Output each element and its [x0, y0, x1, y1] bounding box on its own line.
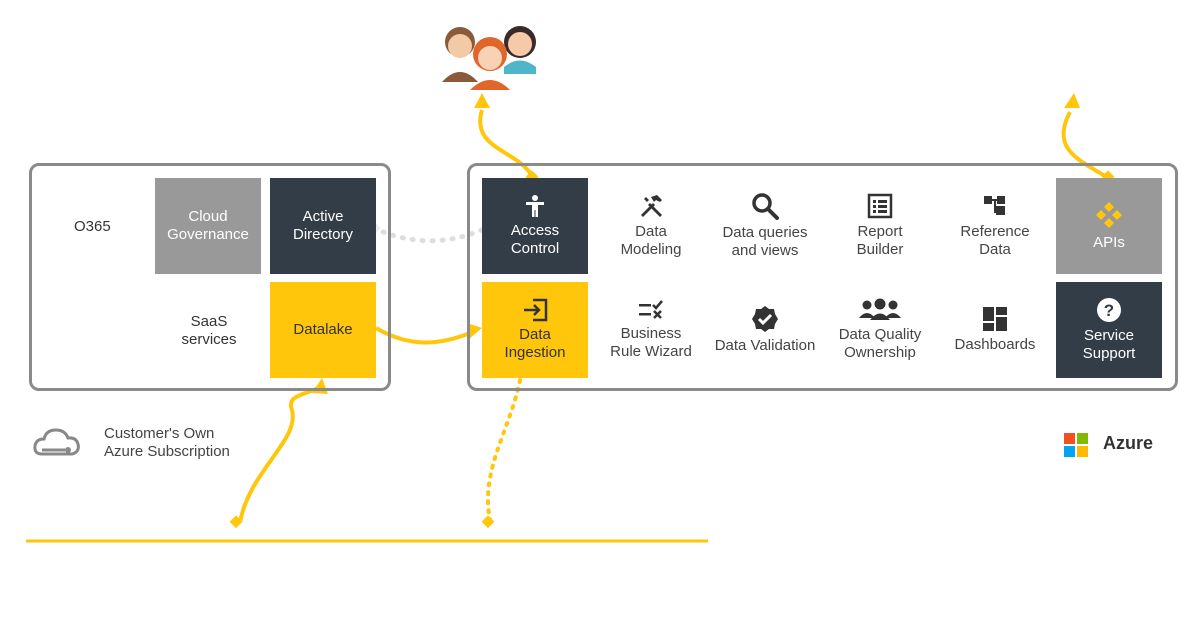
access-control-tile[interactable]: Access Control: [482, 178, 588, 274]
data-modeling-tile[interactable]: Data Modeling: [598, 178, 704, 274]
service-support-tile[interactable]: ? Service Support: [1056, 282, 1162, 378]
ingestion-source-end: [481, 515, 495, 529]
access-users-arrowhead: [474, 93, 490, 108]
cloud-governance-label: Cloud Governance: [167, 208, 249, 243]
badge-check-icon: [752, 306, 778, 332]
search-icon: [752, 193, 779, 220]
o365-label: O365: [74, 218, 111, 235]
datalake-tile[interactable]: Datalake: [270, 282, 376, 378]
apis-external-arrow: [1061, 111, 1110, 180]
report-builder-label: Report Builder: [856, 223, 904, 258]
report-builder-tile[interactable]: Report Builder: [827, 178, 933, 274]
subscription-label: Customer's Own Azure Subscription: [104, 425, 230, 460]
question-icon: ?: [1097, 298, 1121, 322]
apis-label: APIs: [1093, 234, 1125, 251]
microsoft-logo: [1064, 433, 1088, 457]
business-rule-wizard-tile[interactable]: Business Rule Wizard: [598, 282, 704, 378]
datalake-label: Datalake: [293, 321, 353, 338]
azure-platform-frame: [467, 163, 1178, 391]
service-support-label: Service Support: [1082, 327, 1136, 362]
data-ingestion-tile[interactable]: Data Ingestion: [482, 282, 588, 378]
users-icon: [442, 26, 536, 90]
datalake-ingestion-arrowhead: [467, 323, 482, 339]
source-datalake-arrow: [238, 386, 319, 523]
data-queries-tile[interactable]: Data queries and views: [712, 178, 818, 274]
customer-subscription-frame: [29, 163, 391, 391]
hammer-wrench-icon: [641, 195, 662, 217]
diamond-icon: [1096, 202, 1122, 228]
datalake-ingestion-arrow: [374, 326, 471, 345]
reference-data-label: Reference Data: [960, 223, 1030, 258]
rule-check-icon: [639, 300, 663, 319]
apis-tile[interactable]: APIs: [1056, 178, 1162, 274]
ad-access-connector: [371, 225, 489, 244]
hierarchy-icon: [984, 196, 1005, 215]
source-datalake-start: [229, 515, 243, 529]
azure-label: Azure: [1103, 433, 1154, 453]
svg-text:?: ?: [1104, 301, 1114, 320]
data-modeling-label: Data Modeling: [620, 223, 682, 258]
apis-external-arrowhead: [1064, 93, 1080, 108]
data-validation-label: Data Validation: [714, 337, 816, 354]
data-validation-tile[interactable]: Data Validation: [712, 282, 818, 378]
data-quality-ownership-tile[interactable]: Data Quality Ownership: [827, 282, 933, 378]
access-control-label: Access Control: [510, 222, 560, 257]
cloud-icon: [33, 428, 80, 456]
cloud-governance-tile[interactable]: Cloud Governance: [155, 178, 261, 274]
active-directory-label: Active Directory: [292, 208, 353, 243]
saas-services-label: SaaS services: [181, 313, 237, 348]
data-queries-label: Data queries and views: [722, 224, 808, 259]
dashboards-label: Dashboards: [954, 336, 1036, 353]
access-users-arrow: [478, 109, 535, 179]
login-icon: [524, 298, 548, 322]
active-directory-tile[interactable]: Active Directory: [270, 178, 376, 274]
report-list-icon: [867, 193, 893, 219]
dashboards-tile[interactable]: Dashboards: [942, 282, 1048, 378]
data-quality-ownership-label: Data Quality Ownership: [838, 326, 922, 361]
dashboard-icon: [983, 307, 1007, 331]
data-ingestion-label: Data Ingestion: [504, 326, 566, 361]
accessibility-icon: [526, 195, 544, 217]
ingestion-source-connector: [486, 378, 522, 522]
reference-data-tile[interactable]: Reference Data: [942, 178, 1048, 274]
business-rule-wizard-label: Business Rule Wizard: [610, 325, 692, 360]
group-icon: [859, 298, 901, 320]
